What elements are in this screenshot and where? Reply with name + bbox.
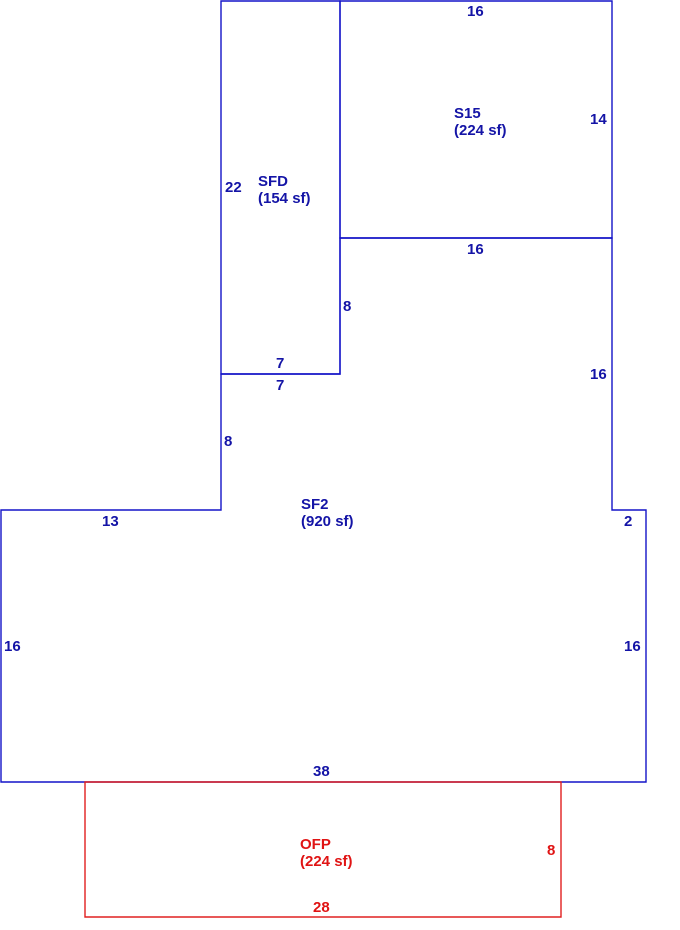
- dim-s15-top: 16: [467, 3, 484, 20]
- ofp-name: OFP: [300, 836, 331, 853]
- dim-sf2-bottom: 38: [313, 763, 330, 780]
- dim-sfd-bottom-outside: 7: [276, 377, 284, 394]
- sfd-size: (154 sf): [258, 190, 311, 207]
- dim-sf2-right-upper: 16: [590, 366, 607, 383]
- dim-s15-right: 14: [590, 111, 607, 128]
- dim-s15-bottom: 16: [467, 241, 484, 258]
- sf2-size: (920 sf): [301, 513, 354, 530]
- sf2-name: SF2: [301, 496, 329, 513]
- s15-name: S15: [454, 105, 481, 122]
- dim-ofp-bottom: 28: [313, 899, 330, 916]
- sfd-name: SFD: [258, 173, 288, 190]
- s15-size: (224 sf): [454, 122, 507, 139]
- dim-sf2-step-right: 2: [624, 513, 632, 530]
- ofp-outline: [84, 781, 562, 918]
- dim-sf2-left-wing-top: 13: [102, 513, 119, 530]
- dim-sfd-right: 8: [343, 298, 351, 315]
- dim-sfd-left: 22: [225, 179, 242, 196]
- dim-sf2-right-lower: 16: [624, 638, 641, 655]
- dim-ofp-right: 8: [547, 842, 555, 859]
- dim-sfd-bottom-inside: 7: [276, 355, 284, 372]
- ofp-size: (224 sf): [300, 853, 353, 870]
- sf2-outline: [0, 237, 647, 783]
- dim-sf2-left: 16: [4, 638, 21, 655]
- dim-sf2-notch-left: 8: [224, 433, 232, 450]
